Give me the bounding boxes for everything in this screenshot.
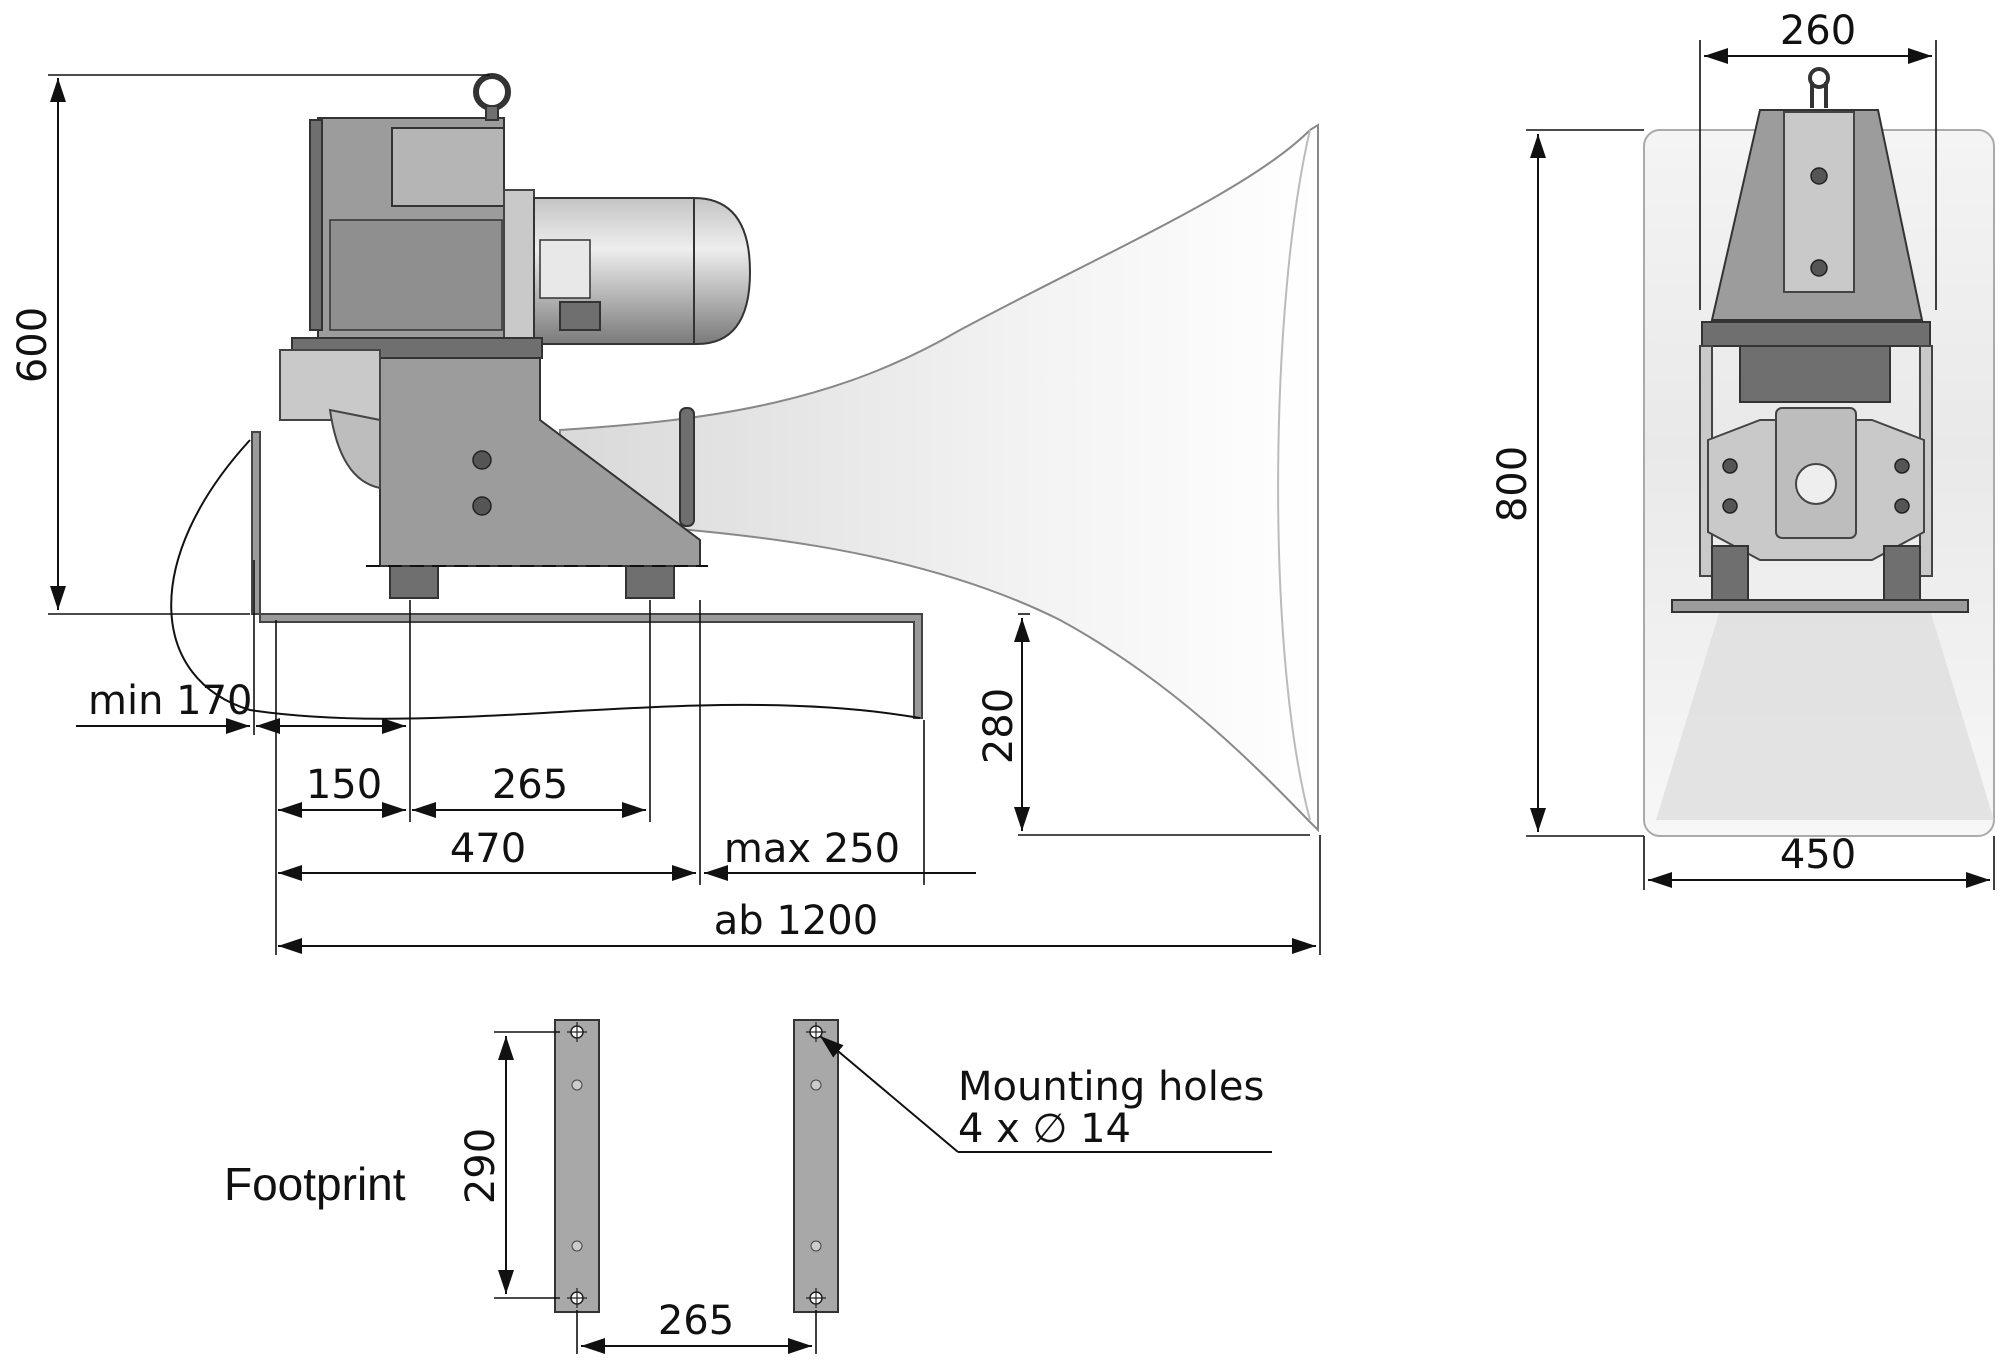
dim-800: 800 [1490, 446, 1536, 522]
pipe-outline [170, 439, 921, 720]
dim-max-250: max 250 [724, 826, 900, 872]
dim-450: 450 [1780, 832, 1856, 878]
horn-mouth [1277, 129, 1311, 821]
front-view: 260 800 450 [1490, 8, 1995, 890]
dim-min-170: min 170 [88, 678, 253, 724]
footprint-view: Footprint 290 265 Mounting holes 4 x ∅ 1… [224, 1019, 1272, 1354]
dim-265-side: 265 [492, 762, 568, 808]
dim-265-footprint: 265 [658, 1298, 734, 1344]
base-plate [1671, 599, 1969, 613]
mounting-hole [567, 1022, 826, 1308]
side-view: 600 min 170 150 265 280 470 max 250 ab 1… [10, 73, 1321, 955]
dim-260: 260 [1780, 8, 1856, 54]
mounting-holes-spec: 4 x ∅ 14 [958, 1106, 1131, 1152]
eye-bolt [473, 73, 511, 111]
dim-280: 280 [976, 688, 1022, 764]
dim-ab-1200: ab 1200 [714, 898, 878, 944]
dim-150: 150 [306, 762, 382, 808]
motor-flange [503, 189, 535, 341]
mounting-holes-label: Mounting holes [958, 1064, 1264, 1110]
footprint-rail-left [554, 1019, 600, 1313]
footprint-rail-right [793, 1019, 839, 1313]
horn-side [559, 123, 1319, 833]
dim-290: 290 [458, 1128, 504, 1204]
mounting-rail [251, 431, 923, 719]
dim-600: 600 [10, 307, 56, 383]
dim-470: 470 [450, 826, 526, 872]
footprint-title: Footprint [224, 1158, 406, 1210]
gearbox-cover [391, 127, 505, 207]
